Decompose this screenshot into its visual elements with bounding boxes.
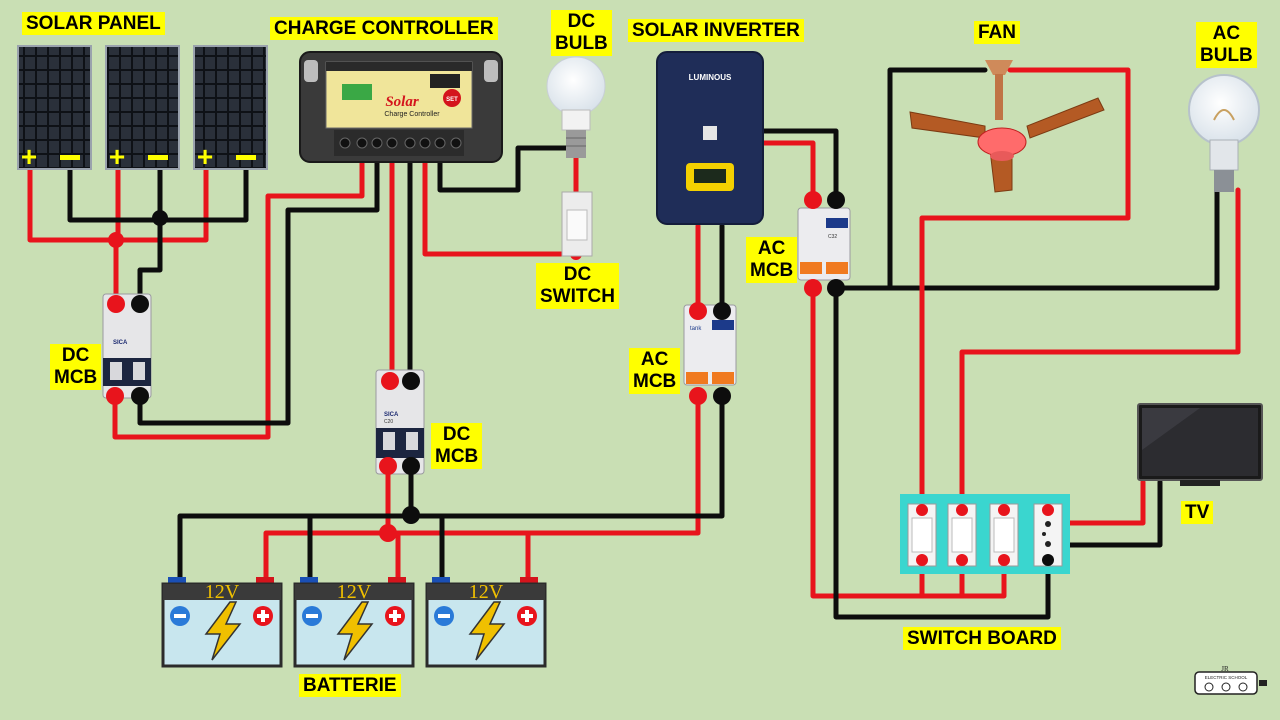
dc-switch — [561, 191, 593, 257]
battery-2: 12V — [293, 577, 415, 668]
charge-controller: Solar Charge Controller SET — [299, 51, 503, 163]
tv-label: TV — [1181, 501, 1214, 524]
solar-panel-2: + — [105, 45, 180, 172]
ac-bulb-label-line2: BULB — [1200, 45, 1253, 66]
switch-board-label: SWITCH BOARD — [903, 627, 1061, 650]
ac-mcb-top-label-line2: MCB — [750, 260, 794, 281]
dc-switch-label-line2: SWITCH — [540, 286, 615, 307]
solar-panel-label: SOLAR PANEL — [22, 12, 165, 35]
solar-panel-1: + — [17, 45, 92, 172]
dc-switch-label-line1: DC — [563, 264, 592, 285]
bulb-line-wire — [959, 187, 1241, 513]
minus-icon — [60, 155, 80, 160]
ac-mcb-middle: tank — [683, 302, 737, 405]
dc-mcb-center: SICA C20 — [375, 369, 425, 475]
dc-mcb-left-label-line1: DC — [61, 345, 90, 366]
minus-icon — [236, 155, 256, 160]
dc-mcb-left-label-line2: MCB — [54, 367, 98, 388]
battery-voltage: 12V — [469, 581, 504, 603]
dc-bulb-label-line2: BULB — [555, 33, 608, 54]
fan-line-wire — [919, 67, 1131, 513]
dc-mcb-left: SICA — [102, 293, 152, 405]
solar-inverter: LUMINOUS — [656, 51, 764, 225]
ac-mcb-middle-label-line1: AC — [640, 349, 669, 370]
ceiling-fan — [909, 60, 1105, 193]
batterie-label: BATTERIE — [299, 674, 401, 697]
controller-set-button — [443, 89, 461, 107]
ac-bulb-label: AC BULB — [1196, 22, 1257, 68]
controller-brand: Solar — [385, 94, 419, 110]
mcb-to-controller-positive — [112, 145, 365, 440]
dc-mcb-left-label: DC MCB — [50, 344, 102, 390]
ac-mcb-middle-label-line2: MCB — [633, 371, 677, 392]
solar-panels: + + + — [17, 45, 268, 172]
dc-bulb-label-line1: DC — [567, 11, 596, 32]
ac-bulb-label-line1: AC — [1212, 23, 1241, 44]
dc-mcb-center-label-line2: MCB — [435, 446, 479, 467]
logo-initials: JR — [1221, 665, 1229, 673]
junctions — [108, 142, 582, 542]
electric-school-logo: JR ELECTRIC SCHOOL — [1194, 665, 1267, 695]
switch-board — [900, 494, 1070, 574]
dc-bulb — [546, 56, 606, 158]
dc-mcb-center-label: DC MCB — [431, 423, 483, 469]
lightning-bolt-icon — [336, 601, 374, 661]
controller-set-label: SET — [446, 97, 458, 103]
inverter-brand: LUMINOUS — [689, 73, 732, 82]
solar-panel-3: + — [193, 45, 268, 172]
dc-switch-label: DC SWITCH — [536, 263, 619, 309]
plus-icon: + — [109, 141, 125, 172]
mcb-to-controller-negative — [137, 145, 380, 426]
batteries: 12V 12V 12V — [161, 577, 547, 668]
ac-mcb-brand: tank — [690, 326, 702, 332]
minus-icon — [148, 155, 168, 160]
ac-mcb-rating: C32 — [828, 234, 837, 240]
mcb-rating: C20 — [384, 419, 393, 425]
ac-mcb-middle-label: AC MCB — [629, 348, 681, 394]
ac-neutral-wire — [833, 285, 1051, 620]
wires — [27, 67, 1241, 620]
battery-1: 12V — [161, 577, 283, 668]
ac-mcb-top: C32 — [797, 191, 851, 297]
battery-bus-positive — [263, 393, 701, 583]
controller-subtitle: Charge Controller — [384, 111, 440, 118]
ac-mcb-top-label-line1: AC — [757, 238, 786, 259]
inverter-ac-positive — [761, 140, 816, 203]
battery-3: 12V — [425, 577, 547, 668]
fan-label: FAN — [974, 21, 1020, 44]
socket-neutral-wire — [1052, 479, 1163, 548]
controller-load-negative — [437, 145, 578, 193]
dc-mcb-center-label-line1: DC — [442, 424, 471, 445]
plus-icon: + — [197, 141, 213, 172]
inverter-ac-negative — [761, 128, 839, 203]
lightning-bolt-icon — [468, 601, 506, 661]
dc-bulb-label: DC BULB — [551, 10, 612, 56]
battery-voltage: 12V — [337, 581, 372, 603]
solar-inverter-label: SOLAR INVERTER — [628, 19, 804, 42]
television — [1137, 403, 1263, 486]
neutral-to-loads — [833, 67, 1220, 291]
battery-bus-negative — [177, 393, 725, 583]
battery-voltage: 12V — [205, 581, 240, 603]
ac-mcb-top-label: AC MCB — [746, 237, 798, 283]
lightning-bolt-icon — [204, 601, 242, 661]
mcb-brand: SICA — [113, 340, 128, 346]
ac-bulb — [1188, 74, 1260, 192]
mcb-brand: SICA — [384, 412, 399, 418]
controller-load-positive — [422, 145, 579, 257]
logo-text: ELECTRIC SCHOOL — [1205, 675, 1248, 680]
panel-negative-wire — [67, 165, 249, 306]
charge-controller-label: CHARGE CONTROLLER — [270, 17, 498, 40]
plus-icon: + — [21, 141, 37, 172]
